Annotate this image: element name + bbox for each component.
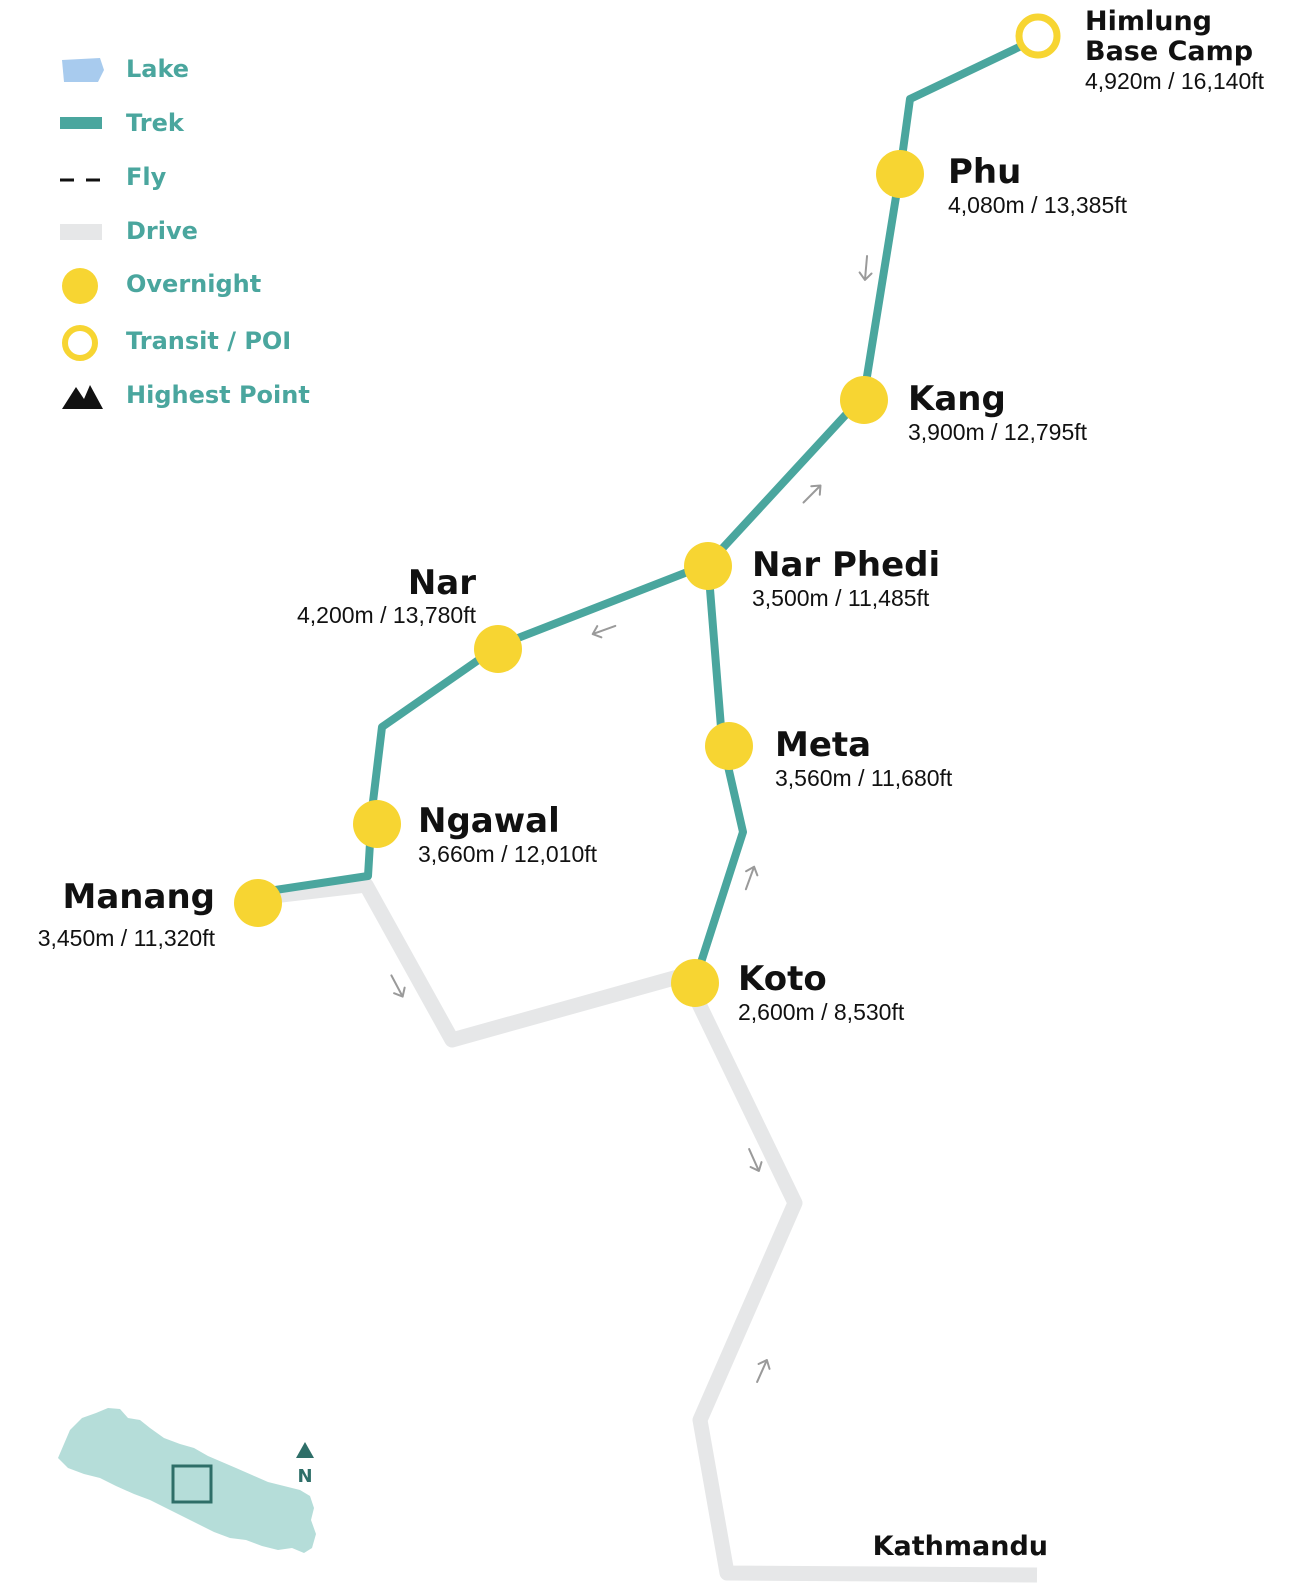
place-name: Manang — [63, 877, 215, 917]
legend: Lake Trek Fly Drive Overnight Transit / … — [60, 55, 310, 409]
lake-swatch-icon — [62, 58, 104, 82]
direction-arrow-icon — [748, 1148, 763, 1172]
place-elevation: 3,560m / 11,680ft — [775, 765, 953, 791]
place-label-kathmandu: Kathmandu — [873, 1531, 1048, 1562]
transit-marker-himlung — [1015, 13, 1061, 59]
place-name: Kang — [908, 379, 1006, 419]
overnight-marker-phu — [876, 150, 924, 198]
place-elevation: 4,200m / 13,780ft — [297, 602, 477, 628]
place-name: Meta — [775, 725, 871, 765]
overnight-marker-meta — [705, 722, 753, 770]
direction-arrow-icon — [756, 1359, 771, 1383]
place-label-phu: Phu 4,080m / 13,385ft — [948, 152, 1128, 218]
place-name: Koto — [738, 959, 827, 999]
legend-item-overnight: Overnight — [62, 268, 261, 304]
direction-arrows — [390, 255, 873, 1383]
place-name: Kathmandu — [873, 1531, 1048, 1562]
place-labels: Himlung Base Camp 4,920m / 16,140ft Phu … — [38, 6, 1265, 1562]
place-elevation: 3,660m / 12,010ft — [418, 841, 598, 867]
direction-arrow-icon — [858, 255, 873, 281]
place-elevation: 4,080m / 13,385ft — [948, 192, 1128, 218]
trek-swatch-icon — [60, 117, 102, 129]
legend-item-lake: Lake — [62, 55, 189, 83]
place-label-kang: Kang 3,900m / 12,795ft — [908, 379, 1088, 445]
legend-item-highest: Highest Point — [62, 381, 310, 409]
overnight-swatch-icon — [62, 268, 98, 304]
place-label-meta: Meta 3,560m / 11,680ft — [775, 725, 953, 791]
legend-item-fly: Fly — [60, 163, 167, 191]
drive-swatch-icon — [60, 224, 102, 240]
legend-label-highest: Highest Point — [126, 381, 310, 409]
legend-item-drive: Drive — [60, 217, 198, 245]
transit-swatch-icon — [62, 325, 98, 361]
overnight-marker-kang — [840, 376, 888, 424]
drive-route-manang-koto — [255, 877, 688, 1048]
inset-location-box — [171, 1464, 213, 1504]
place-label-nar: Nar 4,200m / 13,780ft — [297, 563, 477, 628]
place-elevation: 3,500m / 11,485ft — [752, 585, 930, 611]
place-name: Phu — [948, 152, 1021, 192]
stops — [234, 13, 1061, 1007]
place-label-ngawal: Ngawal 3,660m / 12,010ft — [418, 801, 598, 867]
mountain-peak-icon — [62, 385, 103, 409]
direction-arrow-icon — [390, 974, 406, 998]
place-label-manang: Manang 3,450m / 11,320ft — [38, 877, 216, 951]
place-name: Himlung — [1085, 6, 1212, 37]
legend-label-transit: Transit / POI — [126, 327, 291, 355]
inset-map: N — [58, 1408, 316, 1553]
place-elevation: 2,600m / 8,530ft — [738, 999, 905, 1025]
place-name: Base Camp — [1085, 36, 1253, 67]
overnight-marker-manang — [234, 879, 282, 927]
direction-arrow-icon — [744, 865, 759, 891]
legend-label-drive: Drive — [126, 217, 198, 245]
direction-arrow-icon — [591, 624, 617, 639]
north-arrow-icon — [296, 1442, 314, 1458]
legend-label-fly: Fly — [126, 163, 167, 191]
direction-arrow-icon — [802, 484, 822, 504]
legend-label-trek: Trek — [126, 109, 185, 137]
overnight-marker-koto — [671, 959, 719, 1007]
legend-item-trek: Trek — [60, 109, 185, 137]
place-elevation: 3,900m / 12,795ft — [908, 419, 1088, 445]
drive-routes — [255, 877, 1038, 1583]
legend-label-overnight: Overnight — [126, 270, 261, 298]
place-elevation: 4,920m / 16,140ft — [1085, 68, 1265, 94]
nepal-outline-icon — [58, 1408, 316, 1553]
north-label: N — [297, 1466, 312, 1487]
legend-item-transit: Transit / POI — [62, 325, 291, 361]
legend-label-lake: Lake — [126, 55, 189, 83]
place-elevation: 3,450m / 11,320ft — [38, 925, 216, 951]
place-label-koto: Koto 2,600m / 8,530ft — [738, 959, 905, 1025]
place-name: Nar Phedi — [752, 545, 940, 585]
overnight-marker-ngawal — [353, 800, 401, 848]
overnight-marker-nar-phedi — [684, 542, 732, 590]
overnight-marker-nar — [474, 625, 522, 673]
place-label-himlung: Himlung Base Camp 4,920m / 16,140ft — [1085, 6, 1265, 94]
drive-route-koto-kathmandu — [678, 971, 1038, 1583]
trek-route-nar-phedi-koto — [692, 563, 747, 980]
place-label-nar-phedi: Nar Phedi 3,500m / 11,485ft — [752, 545, 940, 611]
place-name: Nar — [408, 563, 476, 603]
place-name: Ngawal — [418, 801, 560, 841]
